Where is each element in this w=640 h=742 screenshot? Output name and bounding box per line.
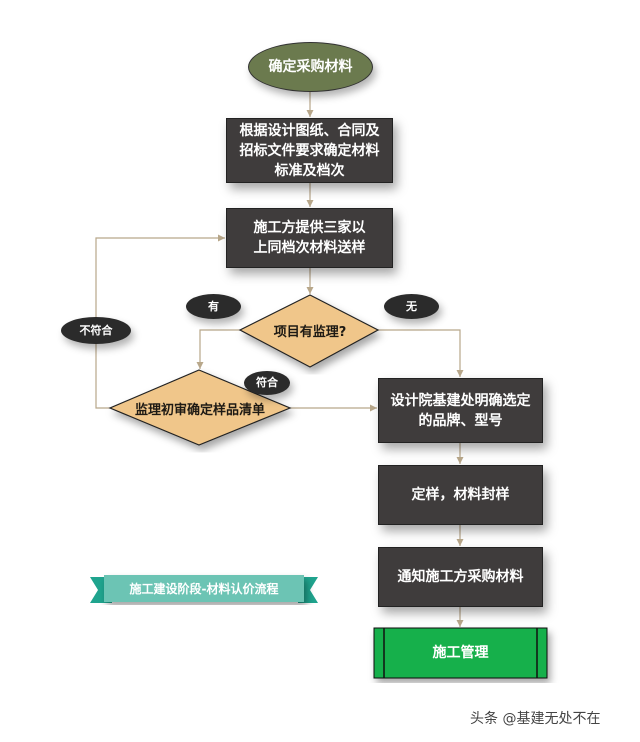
decision-supervisor-review: 监理初审确定样品清单 [134, 403, 265, 418]
step-design-confirm: 设计院基建处明确选定的品牌、型号 [378, 378, 543, 443]
step-define-standard: 根据设计图纸、合同及招标文件要求确定材料标准及档次 [226, 118, 393, 183]
end-node: 施工管理 [432, 645, 489, 661]
label-no: 无 [384, 294, 439, 319]
label-pass: 符合 [244, 371, 290, 395]
arrow-decision1-yes [196, 329, 240, 369]
label-fail: 不符合 [61, 317, 131, 344]
ribbon-body [104, 575, 304, 602]
step-notify-purchase: 通知施工方采购材料 [378, 547, 543, 607]
end-shape [373, 627, 548, 679]
decision1-shape [238, 294, 380, 368]
arrow-decision1-no [378, 329, 464, 377]
decision2-shape [108, 369, 292, 446]
decision-has-supervisor: 项目有监理? [273, 325, 347, 340]
title-ribbon: 施工建设阶段-材料认价流程 [129, 581, 279, 596]
step-seal-sample: 定样，材料封样 [378, 465, 543, 525]
step-submit-samples: 施工方提供三家以上同档次材料送样 [226, 208, 393, 268]
start-node: 确定采购材料 [248, 42, 373, 92]
label-yes: 有 [186, 294, 241, 319]
watermark: 头条 @基建无处不在 [470, 711, 601, 727]
